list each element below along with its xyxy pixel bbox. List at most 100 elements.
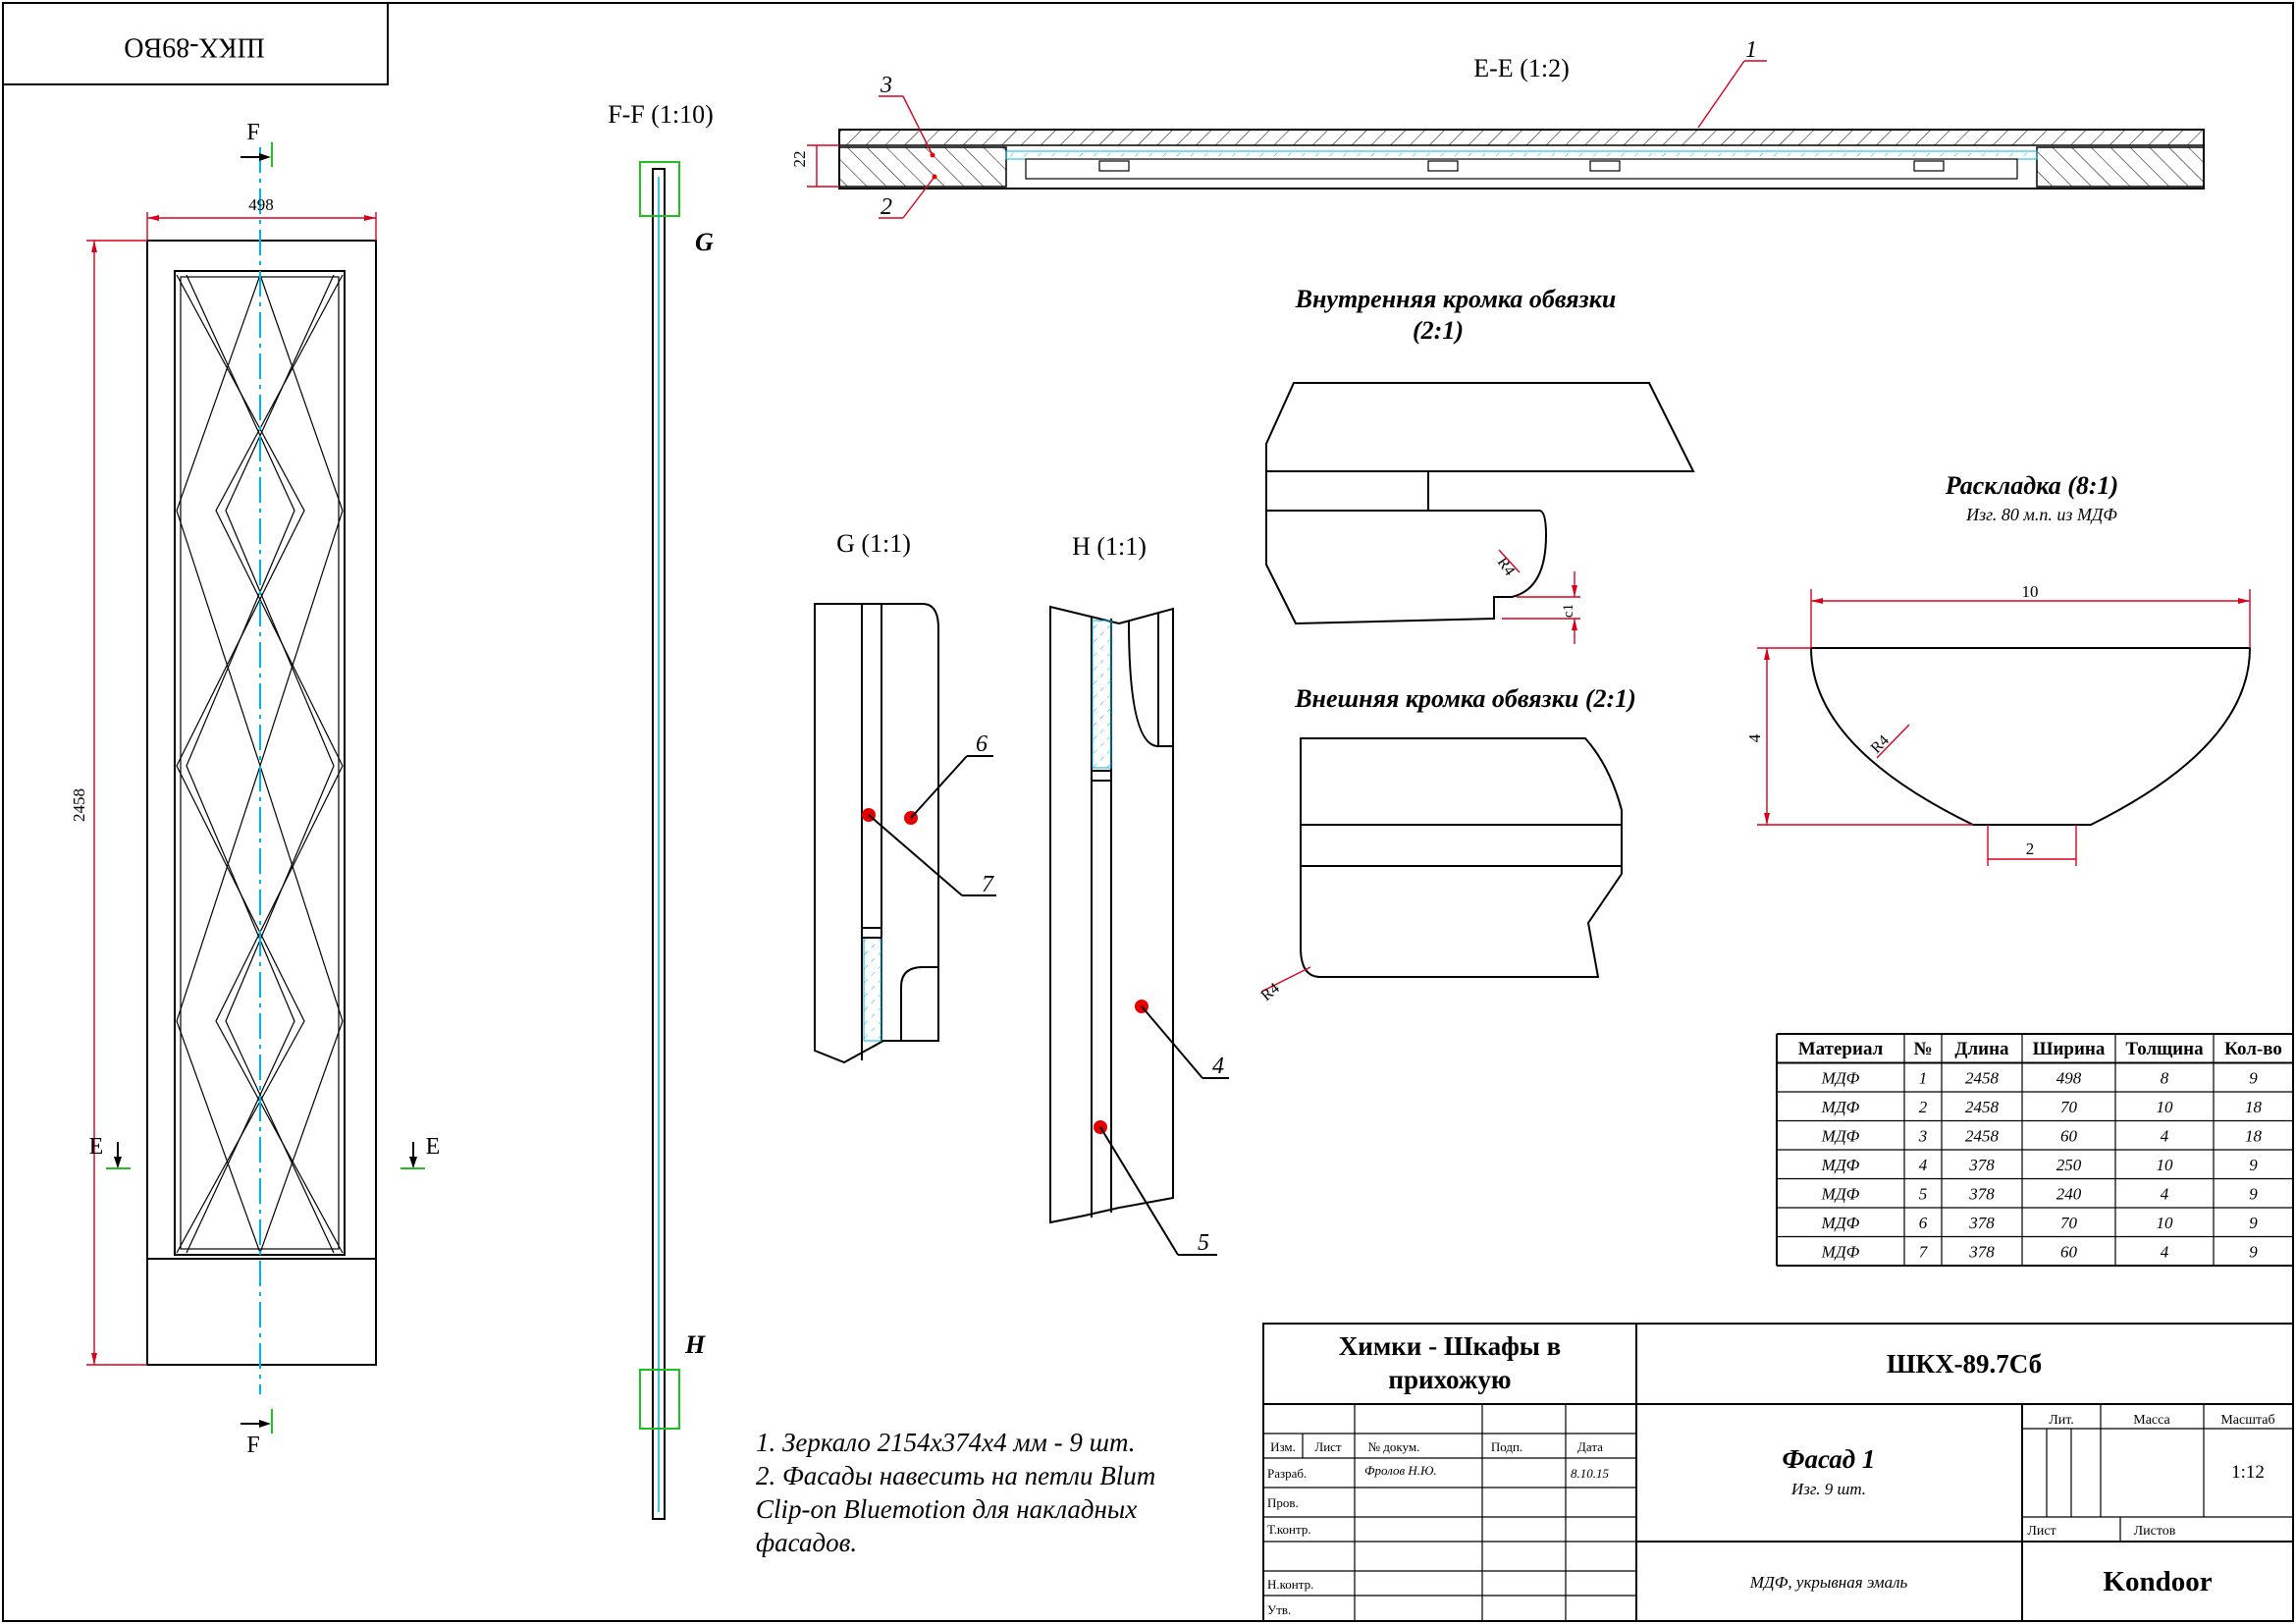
- section-mark-e-right: E: [400, 1134, 440, 1169]
- table-cell: 9: [2249, 1156, 2258, 1174]
- stamp-box: ШКХ-89ВО: [2, 2, 389, 85]
- table-cell: 10: [2157, 1156, 2174, 1174]
- detail-h: H (1:1) 4 5: [1049, 532, 1229, 1256]
- callout-1: 1: [1697, 37, 1767, 129]
- row-label: Пров.: [1267, 1495, 1299, 1510]
- svg-text:1: 1: [1745, 37, 1757, 63]
- outer-edge-title: Внешняя кромка обвязки (2:1): [1294, 684, 1636, 713]
- table-cell: 378: [1968, 1185, 1995, 1204]
- callout-3: 3: [879, 73, 935, 158]
- table-cell: 4: [2161, 1127, 2169, 1146]
- outer-radius: R4: [1258, 980, 1283, 1004]
- thickness-value: 22: [790, 151, 809, 168]
- table-cell: 2: [1919, 1098, 1928, 1116]
- callout-4: 4: [1141, 1005, 1229, 1079]
- detail-g-title: G (1:1): [836, 529, 911, 558]
- part-qty: Изг. 9 шт.: [1790, 1480, 1866, 1498]
- table-cell: 378: [1968, 1243, 1995, 1262]
- table-cell: 18: [2245, 1127, 2263, 1146]
- table-cell: 6: [1919, 1214, 1928, 1232]
- section-ee-title: E-E (1:2): [1473, 54, 1569, 82]
- svg-text:2: 2: [881, 194, 892, 220]
- table-cell: 4: [2161, 1243, 2169, 1262]
- section-mark-e-left: E: [89, 1134, 131, 1169]
- raskladka-detail: Раскладка (8:1) Изг. 80 м.п. из МДФ 10 4…: [1745, 471, 2252, 866]
- table-header: Материал: [1798, 1039, 1884, 1059]
- table-cell: 3: [1918, 1127, 1928, 1146]
- notes: 1. Зеркало 2154x374x4 мм - 9 шт. 2. Фаса…: [756, 1428, 1155, 1557]
- row-label: Т.контр.: [1267, 1522, 1311, 1537]
- svg-text:7: 7: [982, 872, 994, 897]
- table-cell: 8: [2161, 1069, 2169, 1088]
- table-cell: 4: [1919, 1156, 1928, 1174]
- table-header: Кол-во: [2224, 1039, 2282, 1059]
- table-cell: 240: [2056, 1185, 2082, 1204]
- table-cell: 5: [1919, 1185, 1928, 1204]
- front-view: 498 2458 F F E: [70, 120, 440, 1458]
- door-outline: [146, 240, 377, 1366]
- svg-text:6: 6: [976, 731, 988, 757]
- col-head: Изм.: [1270, 1439, 1296, 1454]
- height-value: 2458: [70, 788, 88, 822]
- svg-text:3: 3: [880, 73, 892, 98]
- col-head: Дата: [1577, 1439, 1603, 1454]
- list-label: Лист: [2027, 1524, 2056, 1539]
- table-cell: 2458: [1965, 1127, 2000, 1146]
- row-label: Разраб.: [1267, 1466, 1307, 1481]
- masshtab-label: Масштаб: [2220, 1413, 2274, 1428]
- table-cell: 9: [2249, 1185, 2258, 1204]
- table-cell: 2458: [1965, 1069, 2000, 1088]
- note-line: 2. Фасады навесить на петли Blum: [756, 1461, 1155, 1490]
- table-cell: МДФ: [1821, 1156, 1860, 1174]
- mass-label: Масса: [2133, 1413, 2170, 1428]
- table-header: Длина: [1954, 1039, 2009, 1059]
- table-cell: 378: [1968, 1156, 1995, 1174]
- svg-text:F: F: [246, 1433, 259, 1458]
- row-label: Утв.: [1267, 1602, 1291, 1617]
- project-line1: Химки - Шкафы в: [1339, 1331, 1561, 1361]
- section-ff: F-F (1:10) G H: [608, 100, 714, 1520]
- table-cell: МДФ: [1821, 1214, 1860, 1232]
- callout-7: 7: [868, 814, 996, 897]
- table-cell: 498: [2056, 1069, 2082, 1088]
- callout-6: 6: [910, 731, 993, 819]
- title-block: Химки - Шкафы в прихожую ШКХ-89.7Сб Фаса…: [1262, 1323, 2294, 1622]
- table-cell: 1: [1919, 1069, 1928, 1088]
- table-cell: 4: [2161, 1185, 2169, 1204]
- table-cell: МДФ: [1821, 1069, 1860, 1088]
- col-head: № докум.: [1368, 1439, 1420, 1454]
- detail-h-title: H (1:1): [1072, 532, 1147, 561]
- developer: Фролов Н.Ю.: [1364, 1463, 1437, 1478]
- svg-text:F: F: [246, 120, 259, 145]
- rask-width: 10: [2022, 582, 2039, 601]
- section-ee: E-E (1:2) 22 1 3 2: [790, 37, 2205, 220]
- table-cell: 70: [2060, 1098, 2078, 1116]
- inner-edge-detail: Внутренняя кромка обвязки (2:1) R4 c1: [1265, 285, 1695, 644]
- company: Kondoor: [2103, 1566, 2212, 1597]
- callout-2: 2: [879, 174, 937, 220]
- rask-bottom: 2: [2026, 839, 2035, 858]
- table-cell: 10: [2157, 1098, 2174, 1116]
- table-header: №: [1913, 1039, 1932, 1059]
- ff-profile: [652, 168, 666, 1520]
- table-cell: 9: [2249, 1214, 2258, 1232]
- stamp-code: ШКХ-89ВО: [124, 32, 264, 63]
- table-cell: 70: [2060, 1214, 2078, 1232]
- width-value: 498: [248, 195, 274, 214]
- svg-text:5: 5: [1198, 1230, 1209, 1256]
- col-head: Лист: [1314, 1439, 1342, 1454]
- width-dimension: 498: [146, 195, 377, 241]
- svg-text:H: H: [684, 1330, 706, 1359]
- table-cell: 9: [2249, 1243, 2258, 1262]
- detail-g: G (1:1) 6 7: [814, 529, 996, 1064]
- table-cell: МДФ: [1821, 1243, 1860, 1262]
- height-dimension: 2458: [70, 240, 147, 1366]
- table-cell: 250: [2056, 1156, 2082, 1174]
- callout-5: 5: [1099, 1126, 1217, 1256]
- lit-label: Лит.: [2049, 1413, 2074, 1428]
- svg-text:G: G: [695, 228, 714, 256]
- dev-date: 8.10.15: [1571, 1466, 1610, 1481]
- table-cell: МДФ: [1821, 1127, 1860, 1146]
